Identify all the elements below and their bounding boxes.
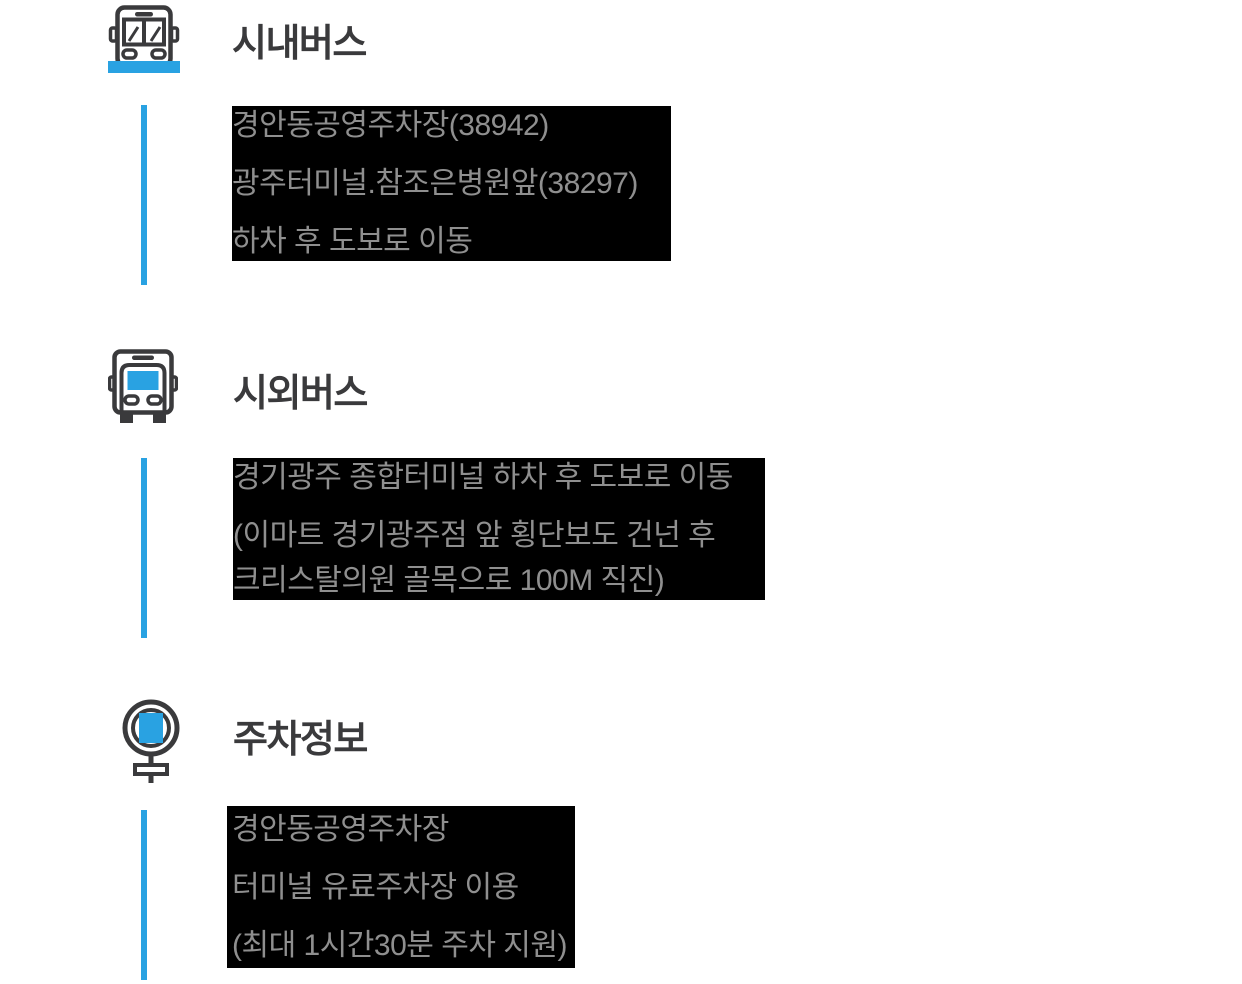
highlight-text-block: 경기광주 종합터미널 하차 후 도보로 이동 (이마트 경기광주점 앞 횡단보도… xyxy=(233,458,765,600)
text-line: 경기광주 종합터미널 하차 후 도보로 이동 xyxy=(233,461,733,494)
section-title-parking-info: 주차정보 xyxy=(233,719,368,761)
text-line: (이마트 경기광주점 앞 횡단보도 건넌 후 xyxy=(233,519,716,552)
accent-vertical-line xyxy=(141,810,147,980)
text-line: 경안동공영주차장 xyxy=(232,813,449,846)
city-bus-icon xyxy=(108,5,180,73)
section-title-intercity-bus: 시외버스 xyxy=(233,373,368,415)
text-line: 터미널 유료주차장 이용 xyxy=(232,871,519,904)
text-line: 하차 후 도보로 이동 xyxy=(232,225,473,258)
intercity-bus-icon xyxy=(108,349,178,424)
accent-vertical-line xyxy=(141,105,147,285)
accent-vertical-line xyxy=(141,458,147,638)
text-line: 경안동공영주차장(38942) xyxy=(232,109,549,142)
parking-sign-icon xyxy=(118,699,184,785)
text-line: 광주터미널.참조은병원앞(38297) xyxy=(232,167,638,200)
highlight-text-block: 경안동공영주차장 터미널 유료주차장 이용 (최대 1시간30분 주차 지원) xyxy=(227,806,575,968)
highlight-text-block: 경안동공영주차장(38942) 광주터미널.참조은병원앞(38297) 하차 후… xyxy=(232,106,671,261)
text-line: 크리스탈의원 골목으로 100M 직진) xyxy=(233,564,665,597)
text-line: (최대 1시간30분 주차 지원) xyxy=(232,929,567,962)
section-title-city-bus: 시내버스 xyxy=(232,23,367,65)
